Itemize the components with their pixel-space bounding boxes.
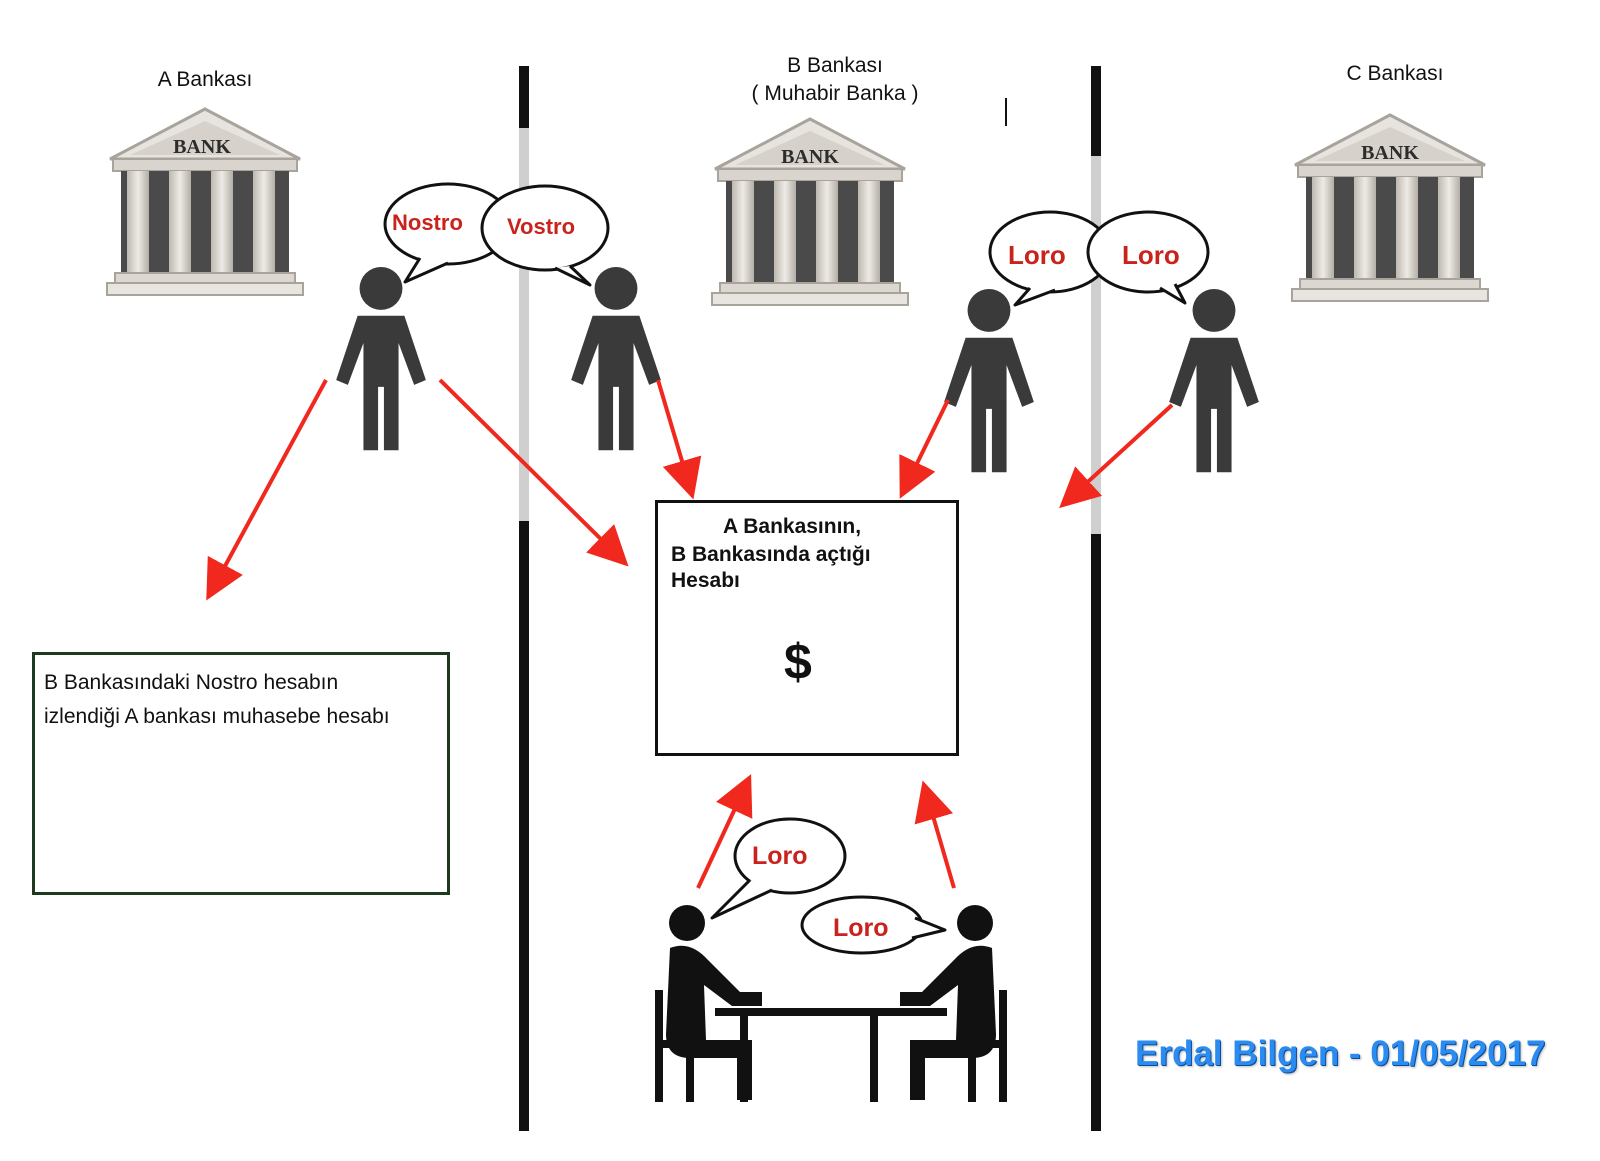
arrows	[206, 378, 1174, 889]
arrow-table-left-up	[696, 774, 753, 889]
dollar-sign: $	[784, 634, 812, 690]
person-b-officer-left-icon	[571, 266, 661, 451]
person-b-officer-right-icon	[944, 288, 1034, 473]
bank-b-title-line1: B Bankası	[787, 54, 883, 77]
bank-c-icon: BANK	[1290, 113, 1490, 303]
bank-c-sign: BANK	[1361, 142, 1419, 164]
speech-bubble-loro-top-right	[1086, 210, 1210, 305]
ledger-box-line2: izlendiği A bankası muhasebe hesabı	[44, 705, 390, 728]
divider-right	[1091, 66, 1101, 1131]
bank-b-title-line2: ( Muhabir Banka )	[751, 82, 919, 105]
arrow-b-right-to-account	[899, 399, 950, 499]
ledger-account-box: B Bankasındaki Nostro hesabın izlendiği …	[32, 652, 450, 895]
bank-c-title: C Bankası	[1325, 62, 1465, 86]
nostro-account-box: A Bankasının, B Bankasında açtığı Hesabı…	[655, 500, 959, 756]
speech-bubble-nostro	[383, 182, 513, 284]
meeting-table-icon	[655, 905, 1007, 1102]
arrow-a-to-account	[438, 378, 629, 567]
cursor-mark	[1005, 98, 1007, 126]
bank-a-title-text: A Bankası	[157, 68, 253, 91]
bubble-loro-table-left-text: Loro	[752, 842, 808, 870]
account-box-line3: Hesabı	[671, 569, 740, 592]
person-a-officer-icon	[336, 266, 426, 451]
bubble-loro-table-right-text: Loro	[833, 914, 889, 942]
bubble-vostro-text: Vostro	[507, 214, 576, 239]
bubble-nostro-text: Nostro	[392, 210, 463, 235]
bubble-loro-top-left-text: Loro	[1008, 240, 1066, 270]
bank-c-title-text: C Bankası	[1346, 62, 1444, 85]
arrow-table-right-up	[914, 780, 956, 889]
bank-b-title: B Bankası ( Muhabir Banka )	[735, 52, 935, 108]
speech-bubble-loro-table-right	[800, 895, 947, 955]
speech-bubble-vostro	[480, 184, 610, 287]
author-credit: Erdal Bilgen - 01/05/2017	[1135, 1034, 1546, 1073]
speech-bubble-loro-table-left	[710, 817, 847, 920]
arrow-b-left-to-account	[656, 379, 702, 500]
person-c-officer-icon	[1169, 288, 1259, 473]
speech-bubble-loro-top-left	[988, 210, 1112, 307]
arrow-c-to-account	[1059, 403, 1174, 509]
divider-left	[519, 66, 529, 1131]
ledger-box-line1: B Bankasındaki Nostro hesabın	[44, 671, 339, 694]
bank-a-icon: BANK	[105, 107, 305, 297]
arrow-to-ledger	[206, 379, 328, 601]
account-box-line2: B Bankasında açtığı	[671, 543, 871, 566]
account-box-line1: A Bankasının,	[723, 515, 862, 538]
bank-a-sign: BANK	[173, 136, 231, 158]
bank-b-sign: BANK	[781, 146, 839, 168]
bubble-loro-top-right-text: Loro	[1122, 240, 1180, 270]
bank-a-title: A Bankası	[135, 68, 275, 92]
bank-b-icon: BANK	[710, 117, 910, 307]
